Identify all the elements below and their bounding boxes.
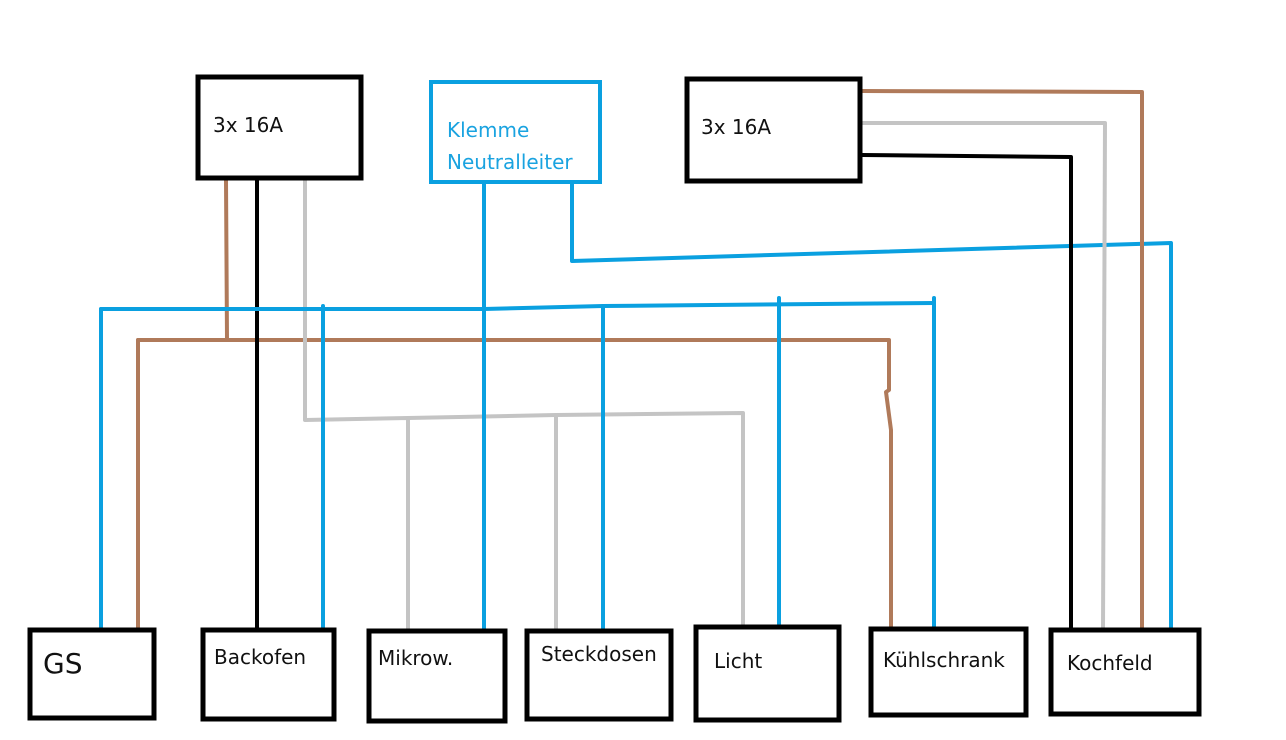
consumer-kuehlschrank-label: Kühlschrank: [883, 648, 1005, 672]
consumer-licht: Licht: [693, 624, 842, 723]
consumer-mikrowelle-label: Mikrow.: [378, 646, 453, 670]
wire-neutral-bus: [99, 301, 936, 311]
breaker-right-label: 3x 16A: [701, 115, 771, 139]
consumer-backofen-label: Backofen: [214, 645, 306, 669]
consumer-kuehlschrank: Kühlschrank: [868, 626, 1029, 718]
consumer-kochfeld-label: Kochfeld: [1067, 651, 1153, 675]
consumer-backofen: Backofen: [200, 627, 337, 722]
wire-left-brown-bus: [136, 338, 893, 630]
consumer-steckdosen-label: Steckdosen: [541, 642, 657, 666]
wire-left-brown: [136, 178, 229, 630]
neutral-terminal-label-line1: Klemme: [447, 118, 529, 142]
consumer-gs-label: GS: [43, 647, 82, 680]
wire-left-grey-bus: [406, 411, 745, 628]
wire-left-grey: [303, 178, 410, 632]
wire-right-brown: [860, 89, 1144, 632]
consumer-kochfeld: Kochfeld: [1048, 627, 1202, 717]
consumer-licht-label: Licht: [714, 649, 762, 673]
consumer-steckdosen: Steckdosen: [524, 628, 674, 722]
consumer-gs: GS: [27, 627, 157, 721]
breaker-left: 3x 16A: [195, 74, 364, 181]
wire-neutral-kochfeld: [570, 181, 1173, 630]
consumer-mikrowelle: Mikrow.: [366, 628, 508, 724]
neutral-terminal-label-line2: Neutralleiter: [447, 150, 573, 174]
neutral-terminal: Klemme Neutralleiter: [429, 80, 602, 184]
wires: [99, 89, 1173, 632]
breaker-left-label: 3x 16A: [213, 113, 283, 137]
wire-right-black: [860, 153, 1073, 632]
wire-right-grey: [860, 121, 1107, 632]
breaker-right: 3x 16A: [684, 76, 863, 184]
